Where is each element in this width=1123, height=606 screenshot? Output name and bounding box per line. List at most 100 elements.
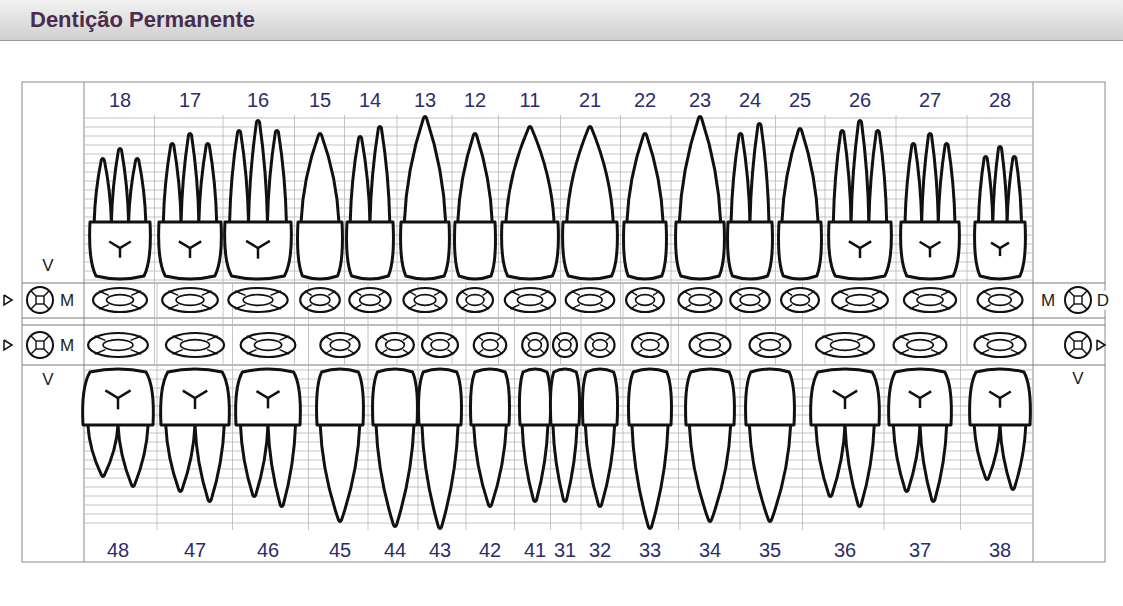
- column-line: [294, 115, 295, 365]
- tooth-root: [979, 157, 993, 223]
- tooth-root: [118, 425, 148, 487]
- occlusal-center: [310, 295, 330, 306]
- key-center: [1074, 341, 1082, 349]
- occlusal-division: [910, 291, 919, 295]
- tooth-root: [522, 425, 548, 502]
- tooth-outline: [550, 369, 579, 502]
- occlusal-outline: [893, 333, 946, 357]
- occlusal-division: [348, 336, 355, 340]
- tooth-root: [731, 134, 750, 223]
- occlusal-outline: [632, 333, 668, 357]
- tooth-outline: [159, 134, 222, 280]
- upper-teeth: [90, 117, 1026, 280]
- tooth-crown: [779, 222, 822, 279]
- tooth-outline: [317, 369, 364, 522]
- key-division: [1082, 304, 1087, 309]
- rule-line: [84, 271, 1033, 272]
- occlusal-center: [243, 295, 273, 306]
- occlusal-division: [589, 336, 594, 340]
- occlusal-division: [131, 291, 141, 295]
- column-line: [560, 115, 561, 365]
- occlusal-outline: [781, 288, 819, 312]
- occlusal-division: [354, 305, 361, 309]
- occlusal-division: [709, 291, 717, 295]
- surface-letter: V: [40, 370, 55, 389]
- occlusal-outline: [522, 333, 548, 357]
- fissure-mark: [189, 248, 192, 258]
- tooth-root: [585, 425, 614, 507]
- occlusal-division: [279, 350, 289, 354]
- occlusal-center: [482, 340, 498, 351]
- fissure-mark: [844, 398, 847, 409]
- occlusal-center: [107, 295, 134, 306]
- surface-letter: M: [58, 336, 76, 355]
- tooth-root: [749, 425, 790, 522]
- tooth-root: [94, 159, 111, 223]
- occlusal-division: [541, 305, 550, 309]
- key-division: [31, 304, 36, 309]
- key-division: [44, 291, 49, 296]
- occlusal-division: [754, 336, 761, 340]
- column-line: [671, 115, 672, 365]
- tooth-outline: [779, 129, 822, 280]
- fissure-mark: [183, 391, 207, 398]
- occlusal-division: [510, 291, 519, 295]
- occlusal-outline: [162, 288, 218, 312]
- tooth-outline: [401, 117, 450, 280]
- occlusal-division: [408, 291, 416, 295]
- key-division: [44, 336, 49, 341]
- occlusal-division: [510, 305, 519, 309]
- column-line: [896, 115, 897, 365]
- column-line: [623, 283, 624, 530]
- tooth-root: [920, 425, 947, 502]
- tooth-crown: [746, 369, 795, 425]
- occlusal-division: [497, 336, 503, 340]
- tooth-number: 46: [255, 539, 281, 561]
- occlusal-center: [740, 295, 760, 306]
- occlusal-division: [694, 350, 701, 354]
- tooth-root: [816, 425, 845, 497]
- tooth-root: [422, 425, 458, 529]
- fissure-mark: [859, 248, 862, 258]
- surface-key-symbol: [27, 287, 53, 313]
- tooth-outline: [347, 127, 394, 280]
- tooth-root: [404, 117, 445, 223]
- occlusal-division: [380, 350, 387, 354]
- tooth-root: [679, 117, 720, 223]
- occlusal-division: [982, 291, 990, 295]
- occlusal-outline: [974, 333, 1025, 357]
- tooth-root: [88, 425, 118, 477]
- occlusal-center: [414, 295, 436, 306]
- fissure-mark: [267, 398, 270, 408]
- key-division: [31, 349, 36, 354]
- occlusal-division: [589, 350, 594, 354]
- tooth-root: [627, 134, 663, 223]
- tooth-number: 17: [177, 89, 203, 111]
- occlusal-center: [254, 340, 281, 351]
- tooth-number: 24: [737, 89, 763, 111]
- tooth-outline: [519, 369, 550, 502]
- column-line: [232, 283, 233, 530]
- tooth-root: [845, 425, 874, 507]
- fissure-mark: [991, 243, 1009, 248]
- tooth-number: 27: [917, 89, 943, 111]
- column-line: [678, 283, 679, 530]
- occlusal-center: [559, 340, 571, 351]
- fissure-mark: [105, 390, 130, 398]
- occlusal-division: [477, 350, 483, 354]
- tooth-number: 25: [787, 89, 813, 111]
- occlusal-outline: [832, 288, 888, 312]
- tooth-outline: [629, 369, 672, 529]
- occlusal-division: [328, 291, 335, 295]
- pointer-triangle: [1097, 340, 1105, 350]
- surface-key-symbol: [1065, 332, 1091, 358]
- rule-line: [84, 172, 1033, 173]
- occlusal-division: [202, 291, 212, 295]
- occlusal-division: [899, 336, 909, 340]
- occlusal-outline: [300, 288, 340, 312]
- tooth-crown: [563, 222, 618, 279]
- tooth-number: 47: [182, 539, 208, 561]
- occlusal-division: [758, 291, 765, 295]
